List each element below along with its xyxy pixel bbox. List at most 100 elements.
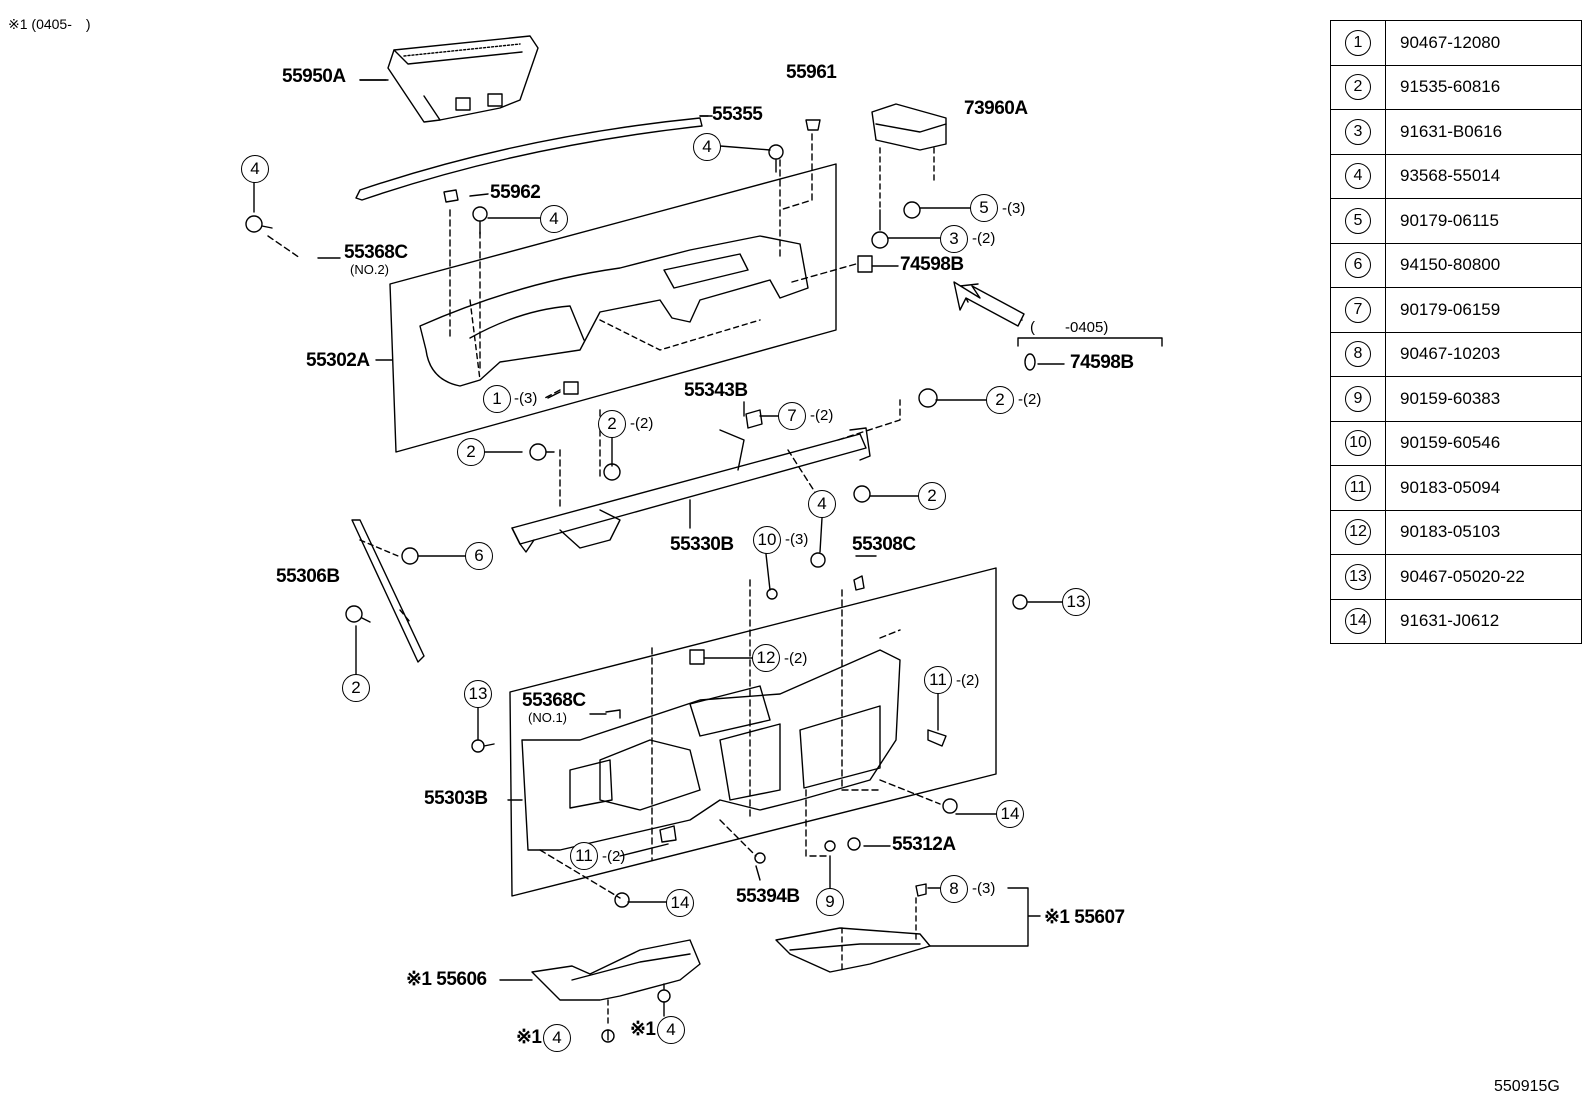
part-label-55306B: 55306B [276, 566, 340, 587]
callout-13: 13 [1062, 588, 1090, 616]
legend-row: 7 90179-06159 [1330, 287, 1582, 333]
upper-panel-outline [389, 163, 837, 453]
sub-label-no2: (NO.2) [350, 262, 389, 277]
callout-qty: -(3) [514, 390, 538, 407]
legend-key-cell: 10 [1330, 420, 1386, 466]
callout-2: 2 [918, 482, 946, 510]
legend-part-number: 93568-55014 [1385, 153, 1582, 199]
legend-row: 6 94150-80800 [1330, 242, 1582, 288]
legend-key-circle: 13 [1345, 563, 1371, 590]
clip-part [857, 255, 873, 273]
legend-key-cell: 7 [1330, 287, 1386, 333]
callout-2: 2 [342, 674, 370, 702]
header-note: ※1 (0405- ) [8, 16, 91, 32]
callout-4: 4 [543, 1024, 571, 1052]
legend-part-number: 94150-80800 [1385, 242, 1582, 288]
callout-4: 4 [808, 490, 836, 518]
part-label-55302A: 55302A [306, 350, 370, 371]
callout-prefix: ※1 [630, 1019, 656, 1040]
part-label-55961: 55961 [786, 62, 837, 83]
legend-part-number: 91631-B0616 [1385, 109, 1582, 155]
legend-part-number: 90179-06159 [1385, 287, 1582, 333]
callout-2: 2 [986, 386, 1014, 414]
legend-key-cell: 13 [1330, 554, 1386, 600]
callout-qty: -(2) [602, 848, 626, 865]
callout-qty: -(3) [972, 880, 996, 897]
callout-13: 13 [464, 680, 492, 708]
legend-key-cell: 12 [1330, 509, 1386, 555]
callout-7: 7 [778, 402, 806, 430]
legend-part-number: 90179-06115 [1385, 198, 1582, 244]
legend-part-number: 91631-J0612 [1385, 598, 1582, 644]
range-label-0405: ( -0405) [1030, 319, 1109, 336]
callout-11: 11 [924, 666, 952, 694]
legend-key-cell: 5 [1330, 198, 1386, 244]
legend-part-number: 90467-05020-22 [1385, 554, 1582, 600]
under-cover-right-part [775, 897, 931, 973]
callout-12: 12 [752, 644, 780, 672]
legend-key-circle: 6 [1345, 252, 1371, 279]
part-label-55312A: 55312A [892, 834, 956, 855]
legend-part-number: 90467-12080 [1385, 20, 1582, 66]
part-label-55303B: 55303B [424, 788, 488, 809]
legend-part-number: 90159-60546 [1385, 420, 1582, 466]
callout-8: 8 [940, 875, 968, 903]
callout-qty: -(2) [1018, 391, 1042, 408]
part-label-55607: ※1 55607 [1044, 907, 1125, 928]
legend-key-circle: 7 [1345, 296, 1371, 323]
legend-key-cell: 4 [1330, 153, 1386, 199]
legend-key-cell: 11 [1330, 465, 1386, 511]
callout-4: 4 [540, 205, 568, 233]
callout-4: 4 [693, 133, 721, 161]
part-label-55950A: 55950A [282, 66, 346, 87]
legend-part-number: 90159-60383 [1385, 376, 1582, 422]
pad-strip-part [355, 117, 703, 201]
legend-row: 10 90159-60546 [1330, 420, 1582, 466]
part-label-55308C: 55308C [852, 534, 916, 555]
part-label-55962: 55962 [490, 182, 541, 203]
part-label-55368C-no2: 55368C [344, 242, 408, 263]
under-cover-left-part [531, 939, 701, 1027]
part-label-74598B: 74598B [900, 254, 964, 275]
legend-key-cell: 6 [1330, 242, 1386, 288]
part-label-55394B: 55394B [736, 886, 800, 907]
callout-2: 2 [598, 410, 626, 438]
legend-key-cell: 1 [1330, 20, 1386, 66]
callout-4: 4 [657, 1016, 685, 1044]
fastener-glyphs [245, 119, 1028, 1043]
part-label-55606: ※1 55606 [406, 969, 487, 990]
callout-14: 14 [666, 889, 694, 917]
instrument-panel-pad-part [419, 235, 809, 387]
legend-key-circle: 2 [1345, 74, 1371, 101]
control-unit-part [871, 103, 947, 231]
reinforcement-beam-part [511, 427, 871, 553]
legend-key-circle: 11 [1345, 474, 1371, 501]
lower-panel-part [521, 649, 901, 851]
callout-qty: -(2) [972, 230, 996, 247]
side-brace-part [351, 519, 425, 663]
callout-1: 1 [483, 385, 511, 413]
callout-14: 14 [996, 800, 1024, 828]
part-label-55355: 55355 [712, 104, 763, 125]
legend-part-number: 90183-05094 [1385, 465, 1582, 511]
callout-prefix: ※1 [516, 1027, 542, 1048]
callout-qty: -(2) [784, 650, 808, 667]
legend-key-circle: 4 [1345, 163, 1371, 190]
legend-part-number: 90183-05103 [1385, 509, 1582, 555]
part-label-55330B: 55330B [670, 534, 734, 555]
legend-key-circle: 10 [1345, 430, 1371, 457]
callout-11: 11 [570, 842, 598, 870]
callout-2: 2 [457, 438, 485, 466]
legend-row: 13 90467-05020-22 [1330, 554, 1582, 600]
legend-key-cell: 14 [1330, 598, 1386, 644]
legend-key-cell: 3 [1330, 109, 1386, 155]
legend-key-cell: 8 [1330, 331, 1386, 377]
